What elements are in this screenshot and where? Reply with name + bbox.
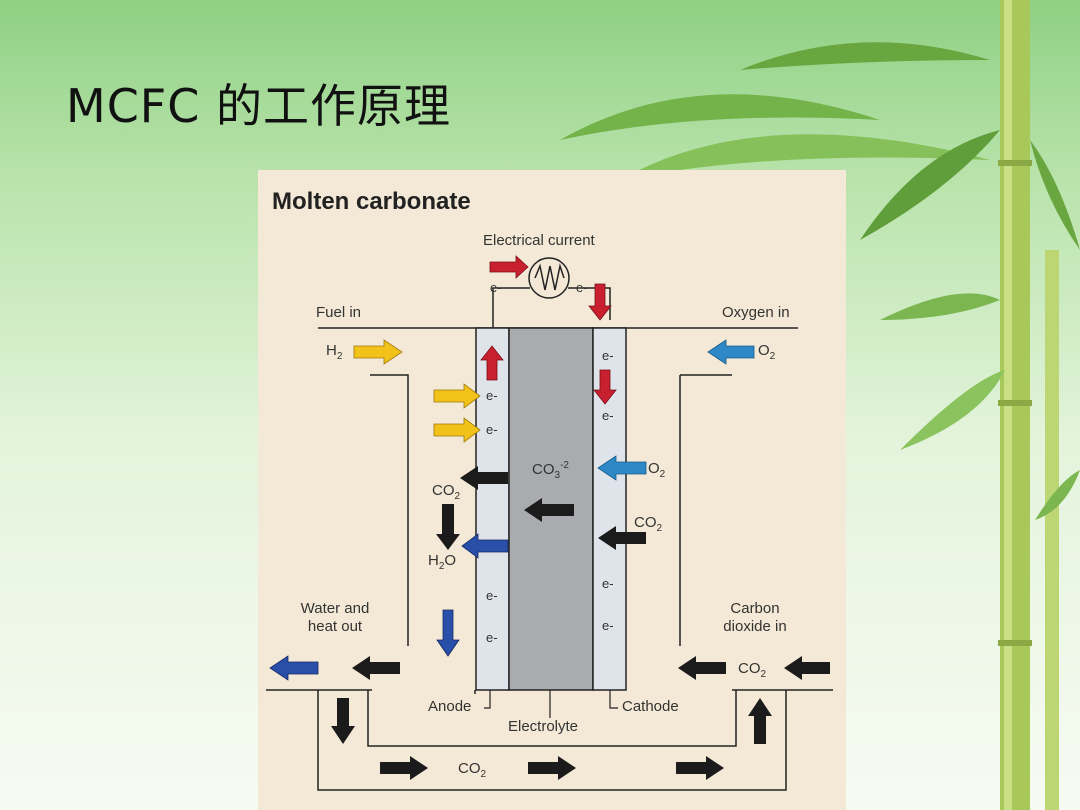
recycle-loop <box>367 690 737 747</box>
recycle-bottom-arrow-1 <box>380 756 428 780</box>
o2-in-arrow <box>707 339 755 365</box>
co2-cathode-label: CO2 <box>634 514 663 534</box>
red-arrow-down-cathode2 <box>593 369 617 405</box>
electron-label: e- <box>602 618 614 633</box>
electrolyte-label: Electrolyte <box>508 718 579 735</box>
o2-label: O2 <box>758 342 776 362</box>
co3-migration-arrow <box>524 498 574 522</box>
carbon-dioxide-in-label: Carbon dioxide in <box>723 600 787 635</box>
electron-label: e- <box>602 408 614 423</box>
fuel-duct <box>266 374 787 791</box>
co2-feed-arrow <box>784 656 830 680</box>
recycle-up-arrow <box>748 698 772 744</box>
h2-in-arrow <box>353 339 403 365</box>
o2-cathode-label: O2 <box>648 460 666 480</box>
external-circuit <box>492 287 611 330</box>
oxygen-in-label: Oxygen in <box>722 304 790 321</box>
diagram-graphics <box>266 255 833 791</box>
h2o-arrow <box>461 533 509 559</box>
cathode-label: Cathode <box>622 698 679 715</box>
recycle-bottom-arrow-3 <box>676 756 724 780</box>
blue-arrows <box>597 339 755 481</box>
electron-label: e- <box>486 422 498 437</box>
water-heat-out-label: Water and heat out <box>300 600 370 635</box>
co2-anode-label: CO2 <box>432 482 461 502</box>
co2-return-arrow <box>678 656 726 680</box>
red-arrows <box>480 255 617 405</box>
carbonate-ion-label: CO3-2 <box>532 460 569 481</box>
o2-cathode-arrow <box>597 455 647 481</box>
electron-label: e- <box>490 280 502 295</box>
bamboo-stalk <box>998 0 1059 810</box>
diagram-title: Molten carbonate <box>272 188 471 215</box>
h2o-label: H2O <box>428 552 457 572</box>
recycle-bottom-arrow-2 <box>528 756 576 780</box>
resistor-icon <box>528 257 570 299</box>
leader-lines <box>484 690 618 718</box>
water-out-arrow <box>269 655 319 681</box>
yellow-arrows <box>353 339 481 443</box>
recycle-down-arrow <box>331 698 355 744</box>
electron-label: e- <box>486 588 498 603</box>
red-arrow-up-anode <box>480 345 504 381</box>
co2-anode-out-arrow <box>460 466 508 490</box>
black-arrows <box>331 466 830 780</box>
oxidant-duct <box>679 374 833 691</box>
water-down-arrow <box>436 609 460 657</box>
slide-title: MCFC 的工作原理 <box>66 79 452 133</box>
h2-anode-arrow-2 <box>433 417 481 443</box>
electron-label: e- <box>602 348 614 363</box>
co2-recycle-label: CO2 <box>458 760 487 780</box>
electron-label: e- <box>576 280 588 295</box>
co2-down-arrow <box>436 504 460 550</box>
electron-label: e- <box>486 630 498 645</box>
electrical-current-label: Electrical current <box>483 232 595 249</box>
h2-label: H2 <box>326 342 343 362</box>
co2-cathode-in-arrow <box>598 526 646 550</box>
bamboo-leaves <box>560 42 1080 520</box>
mcfc-diagram: Molten carbonate Electrical current e- e… <box>258 170 846 810</box>
red-arrow-right <box>489 255 529 279</box>
red-arrow-down-cathode <box>588 283 612 321</box>
h2-anode-arrow-1 <box>433 383 481 409</box>
exhaust-arrow <box>352 656 400 680</box>
fuel-in-label: Fuel in <box>316 304 362 321</box>
navy-arrows <box>269 533 509 681</box>
anode-layer <box>475 327 510 691</box>
co2-feed-label: CO2 <box>738 660 767 680</box>
electron-label: e- <box>602 576 614 591</box>
electron-label: e- <box>486 388 498 403</box>
anode-label: Anode <box>428 698 472 715</box>
